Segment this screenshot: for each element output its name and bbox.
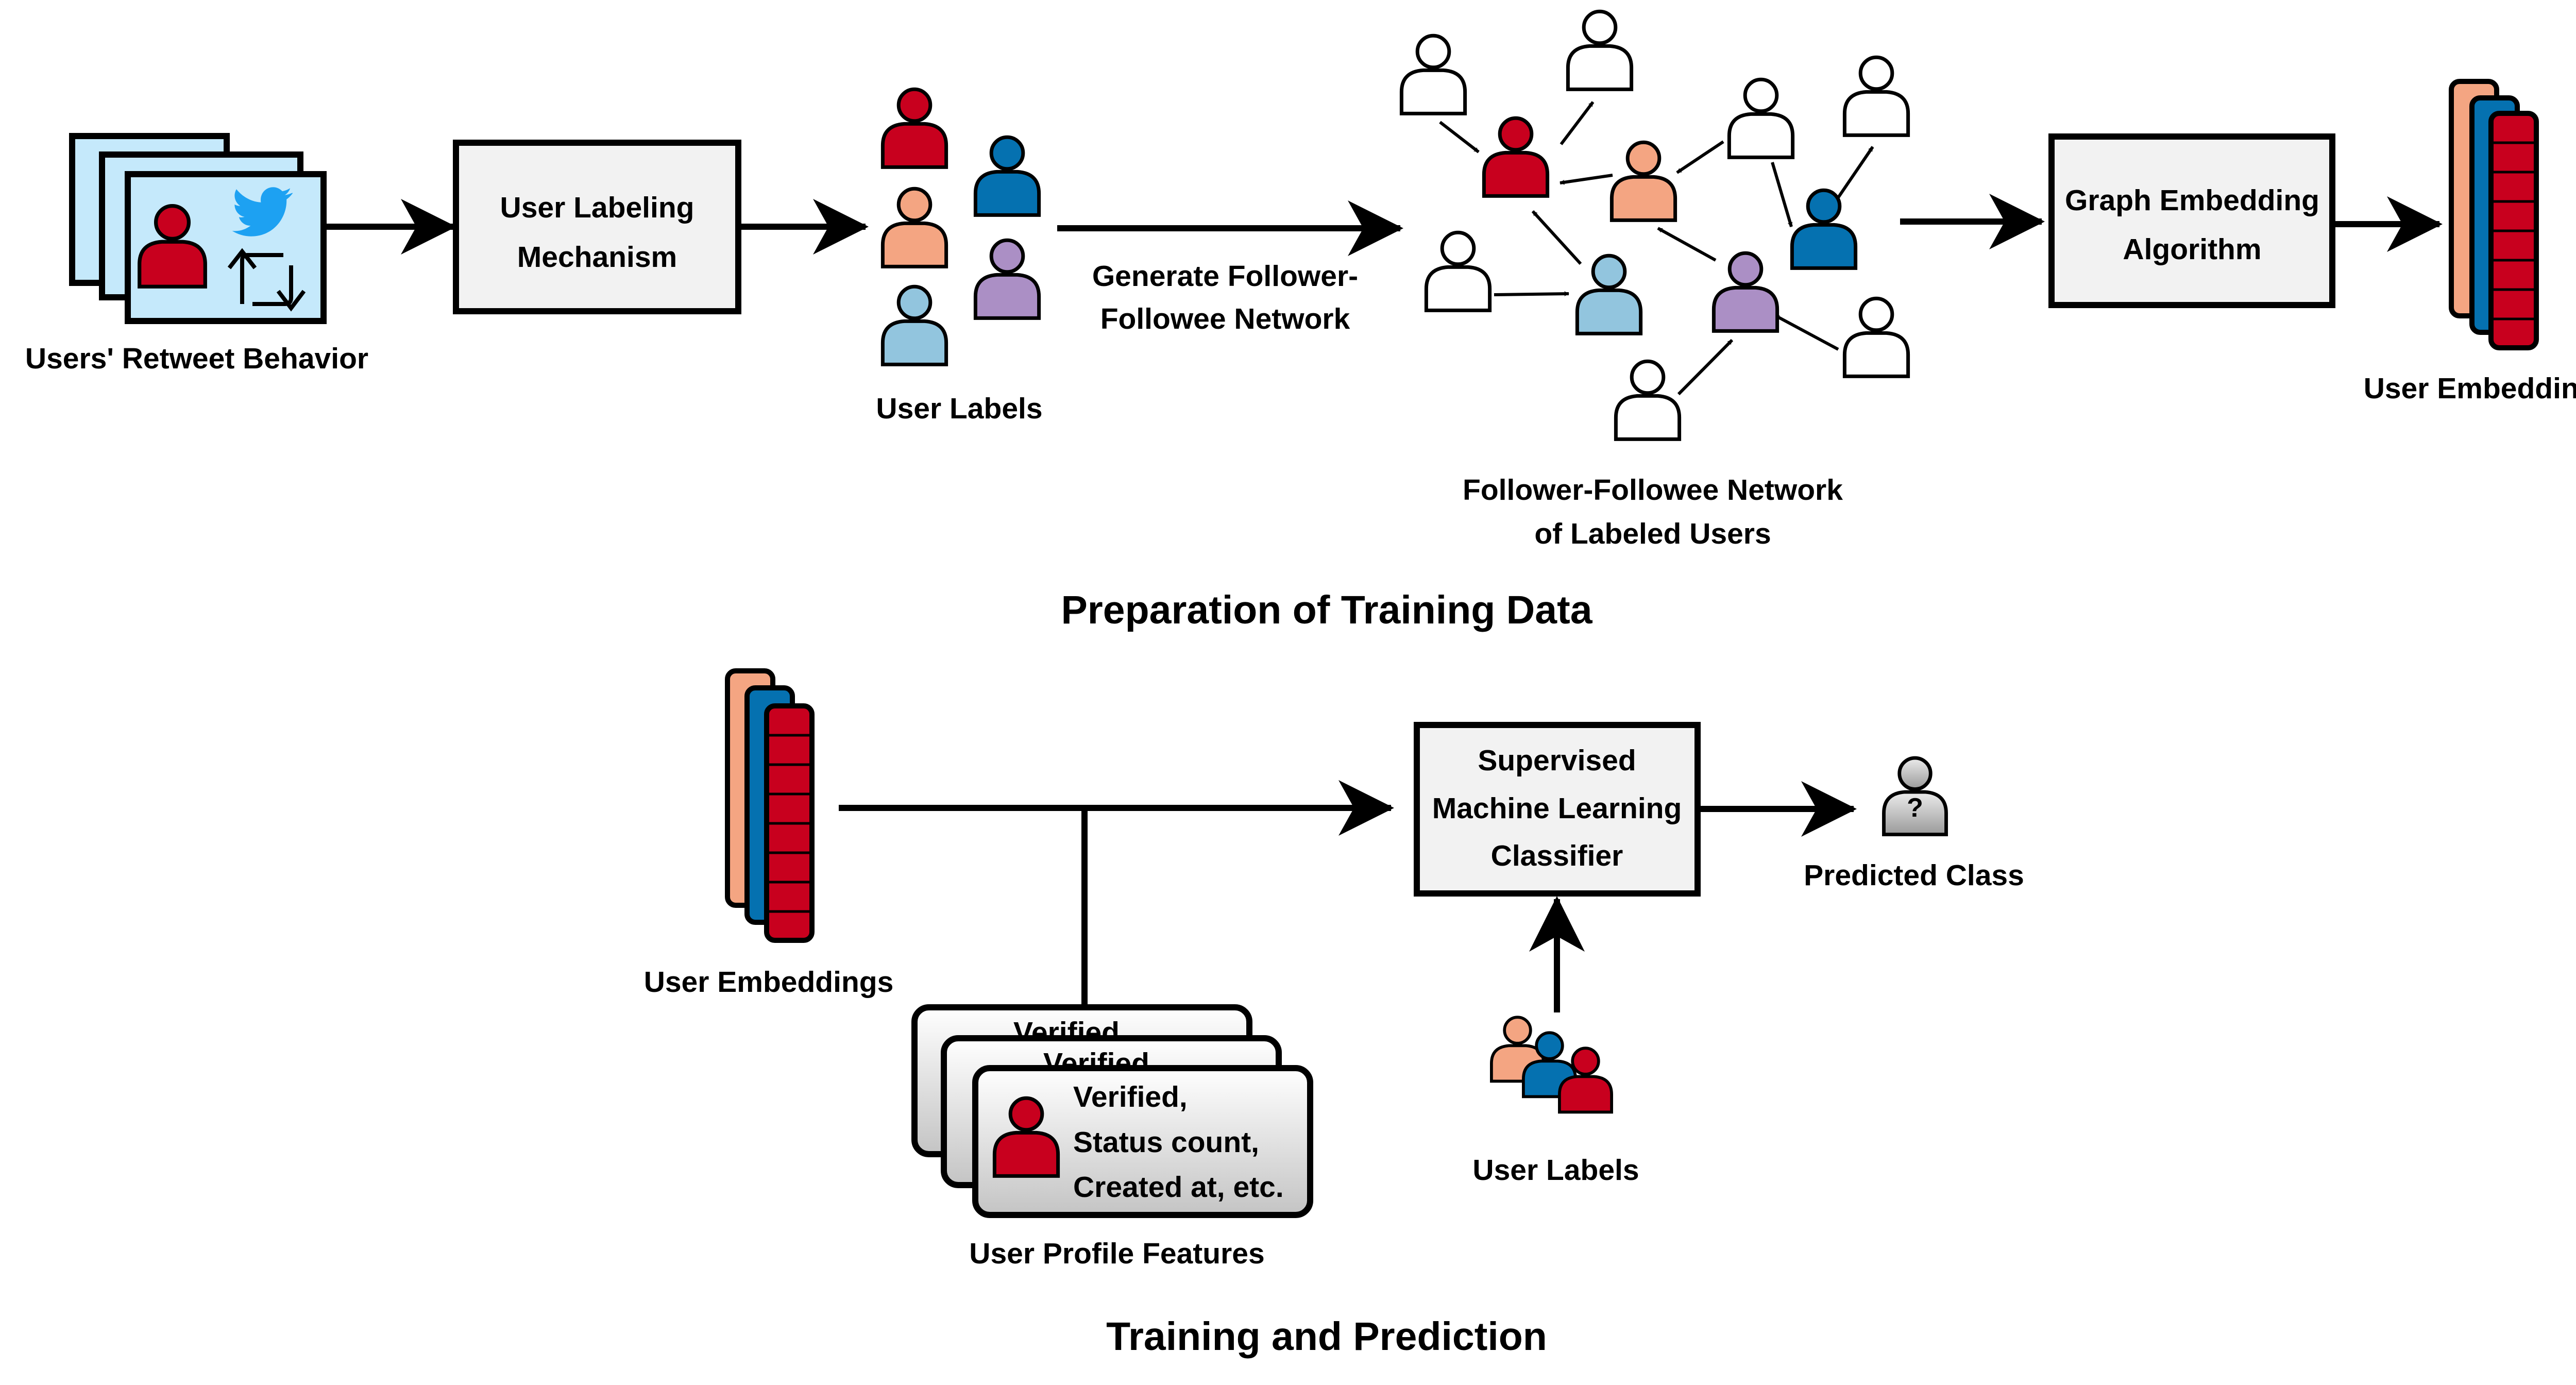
retweet-behavior-label: Users' Retweet Behavior xyxy=(25,342,368,375)
generate-network-label-line2: Followee Network xyxy=(1100,302,1350,335)
generate-network-label-line1: Generate Follower- xyxy=(1092,260,1358,293)
user-labeling-box: User Labeling Mechanism xyxy=(453,140,741,314)
classifier-box-line1: Supervised xyxy=(1478,744,1636,777)
user-labels-cluster xyxy=(883,89,1039,364)
predicted-question-mark: ? xyxy=(1907,793,1923,823)
profile-card-line2: Status count, xyxy=(1073,1126,1259,1159)
classifier-box-line2: Machine Learning xyxy=(1432,792,1682,825)
user-icon-unlabeled xyxy=(1844,57,1908,135)
user-icon-salmon xyxy=(883,189,946,266)
user-icon-purple xyxy=(975,240,1039,318)
graph-embedding-box: Graph Embedding Algorithm xyxy=(2048,133,2335,308)
user-labels-bottom-label: User Labels xyxy=(1472,1154,1639,1187)
embedding-vectors-bottom xyxy=(725,668,815,943)
labeling-box-line1: User Labeling xyxy=(500,191,694,224)
user-embeddings-top-label: User Embeddings xyxy=(2364,372,2576,405)
user-icon-blue xyxy=(1792,190,1855,268)
user-labels-bottom-cluster xyxy=(1492,1017,1612,1112)
user-icon-lightblue xyxy=(883,286,946,364)
retweet-cards xyxy=(69,133,327,324)
user-icon-red xyxy=(883,89,946,167)
embedding-box-line2: Algorithm xyxy=(2123,233,2261,266)
classifier-box-line3: Classifier xyxy=(1491,839,1623,872)
predicted-class: ? xyxy=(1884,758,1946,835)
user-icon-unlabeled xyxy=(1616,361,1679,439)
profile-card-line3: Created at, etc. xyxy=(1073,1171,1284,1204)
embedding-vectors-top xyxy=(2449,79,2539,350)
section-title-preparation: Preparation of Training Data xyxy=(1061,588,1592,632)
network-edges xyxy=(1439,101,1874,396)
user-icon-unlabeled xyxy=(1844,298,1908,376)
embedding-box-line1: Graph Embedding xyxy=(2065,184,2319,217)
user-icon-unlabeled xyxy=(1426,232,1489,310)
network-label-line1: Follower-Followee Network xyxy=(1463,474,1843,506)
retweet-icon xyxy=(227,248,306,312)
user-icon-lightblue xyxy=(1577,256,1640,333)
profile-feature-cards: Verified Verified Verified, Status count… xyxy=(911,1004,1313,1218)
network-label-line2: of Labeled Users xyxy=(1534,517,1771,550)
follower-network xyxy=(1401,11,1908,439)
classifier-box: Supervised Machine Learning Classifier xyxy=(1414,722,1701,897)
user-icon-blue xyxy=(975,137,1039,215)
user-icon-salmon xyxy=(1612,142,1675,220)
user-icon-red xyxy=(1484,118,1547,196)
profile-features-label: User Profile Features xyxy=(969,1237,1264,1270)
user-icon-red xyxy=(1560,1048,1612,1112)
profile-card-line1: Verified, xyxy=(1073,1080,1188,1113)
user-labels-top-label: User Labels xyxy=(876,392,1042,425)
user-icon-unlabeled xyxy=(1568,11,1631,89)
user-embeddings-bottom-label: User Embeddings xyxy=(644,966,894,999)
user-icon-purple xyxy=(1714,253,1777,331)
section-title-training: Training and Prediction xyxy=(1106,1314,1547,1359)
user-icon-unlabeled xyxy=(1729,79,1792,157)
user-icon-unlabeled xyxy=(1401,36,1465,113)
labeling-box-line2: Mechanism xyxy=(517,241,677,274)
predicted-class-label: Predicted Class xyxy=(1804,859,2024,892)
